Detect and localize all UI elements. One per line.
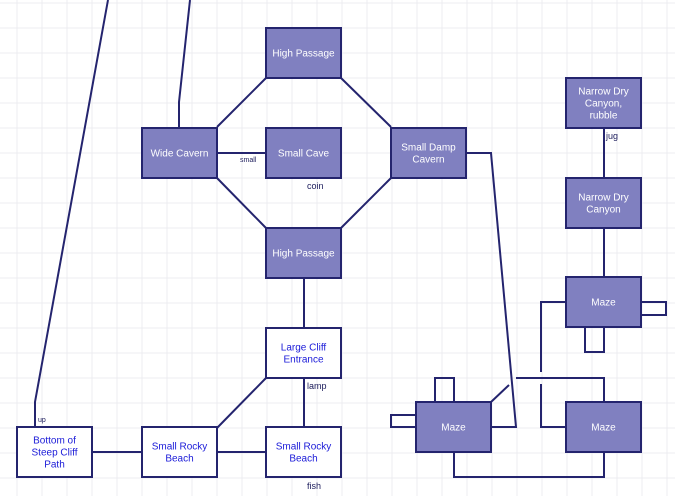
edge-labels: small coin jug lamp fish up [38, 131, 618, 491]
edge-maze-2-left-lower [540, 384, 566, 428]
room-small-cave[interactable]: Small Cave [265, 127, 342, 179]
edge-large-cliff-beach-1 [216, 377, 267, 429]
room-box[interactable] [265, 127, 342, 179]
room-name: Small Cave [278, 149, 330, 160]
room-name: Small Damp [401, 143, 456, 154]
room-box[interactable] [565, 77, 642, 129]
room-name: Maze [591, 423, 616, 434]
edge-maze-1-loop-left [390, 414, 416, 428]
room-name: Narrow Dry [578, 87, 629, 98]
room-box[interactable] [16, 426, 93, 478]
room-box[interactable] [415, 401, 492, 453]
room-name: Small Rocky [152, 442, 208, 453]
room-name: Path [44, 460, 65, 471]
room-name: Beach [289, 454, 317, 465]
room-box[interactable] [141, 426, 218, 478]
edge-high-passage-top-damp-cavern [340, 77, 392, 128]
room-name: High Passage [272, 249, 335, 260]
label-lamp: lamp [307, 381, 327, 391]
room-name: Canyon, [585, 99, 622, 110]
label-coin: coin [307, 181, 324, 191]
room-name: Small Rocky [276, 442, 332, 453]
room-name: Entrance [283, 355, 323, 366]
room-box[interactable] [265, 327, 342, 379]
room-maze-1[interactable]: Maze [415, 401, 492, 453]
room-box[interactable] [390, 127, 467, 179]
room-high-passage-top[interactable]: High Passage [265, 27, 342, 79]
edge-maze-1-maze-3 [453, 452, 605, 478]
room-box[interactable] [565, 401, 642, 453]
room-name: rubble [590, 111, 618, 122]
connections [34, 0, 667, 478]
room-name: Maze [441, 423, 466, 434]
edge-maze-1-stub [490, 384, 510, 403]
room-name: Wide Cavern [151, 149, 209, 160]
room-maze-2[interactable]: Maze [565, 276, 642, 328]
room-box[interactable] [265, 27, 342, 79]
label-small: small [240, 157, 257, 164]
room-wide-cavern[interactable]: Wide Cavern [141, 127, 218, 179]
room-box[interactable] [565, 177, 642, 229]
room-name: Large Cliff [281, 343, 327, 354]
room-maze-3[interactable]: Maze [565, 401, 642, 453]
edge-wide-cavern-high-passage-top [216, 77, 267, 128]
room-name: Narrow Dry [578, 193, 629, 204]
room-name: Cavern [412, 155, 444, 166]
room-box[interactable] [265, 426, 342, 478]
room-name: Bottom of [33, 436, 76, 447]
edge-maze-2-left-upper [540, 301, 566, 372]
room-high-passage-bottom[interactable]: High Passage [265, 227, 342, 279]
edge-maze-1-loop-top [434, 377, 455, 402]
room-box[interactable] [141, 127, 218, 179]
room-name: Beach [165, 454, 193, 465]
label-fish: fish [307, 481, 321, 491]
edge-maze-2-loop-bottom [584, 327, 605, 353]
room-name: High Passage [272, 49, 335, 60]
edge-damp-cavern-maze-1 [466, 152, 518, 428]
label-jug: jug [605, 131, 618, 141]
room-name: Maze [591, 298, 616, 309]
room-name: Canyon [586, 205, 620, 216]
edge-wide-cavern-high-passage-bottom [216, 177, 267, 229]
edge-maze-2-loop-right [641, 301, 667, 316]
edge-damp-cavern-high-passage-bottom [340, 177, 392, 229]
edge-up-cliff-path [34, 0, 109, 427]
room-name: Steep Cliff [32, 448, 78, 459]
room-box[interactable] [265, 227, 342, 279]
room-box[interactable] [565, 276, 642, 328]
edge-wide-cavern-up [178, 0, 191, 127]
edge-maze-3-top [516, 377, 605, 402]
label-up: up [38, 417, 46, 424]
